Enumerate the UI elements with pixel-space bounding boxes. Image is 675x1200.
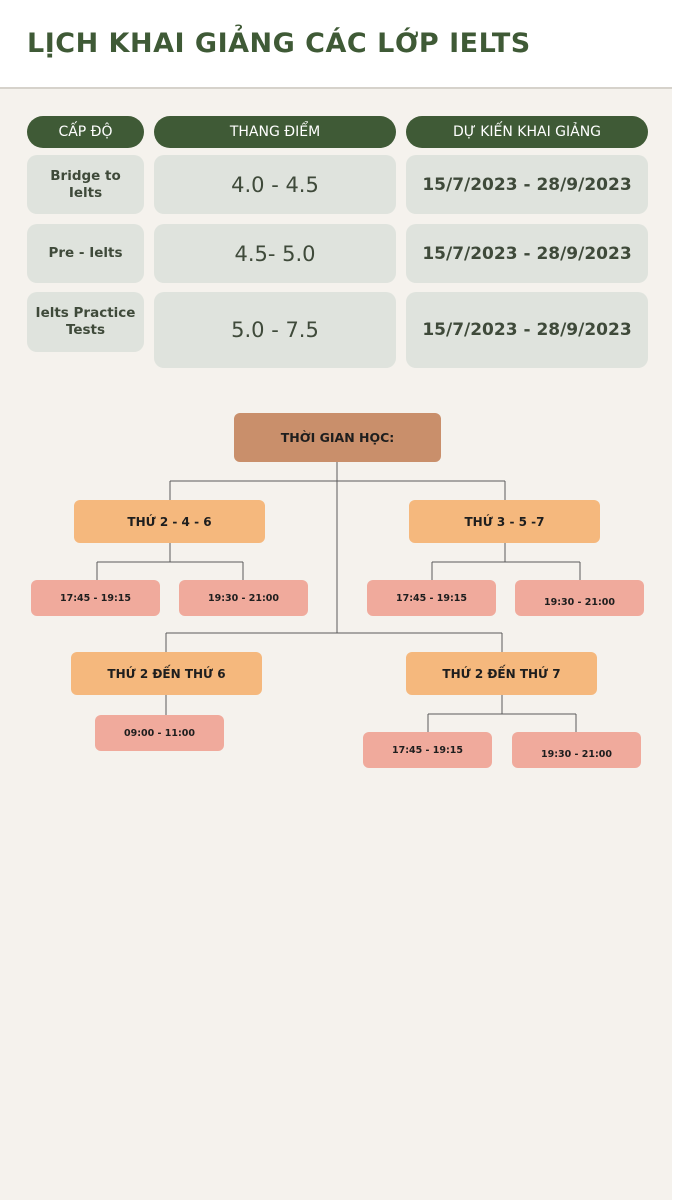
table-row-3-score: 5.0 - 7.5 xyxy=(154,292,396,368)
day-box-mon-to-fri: THỨ 2 ĐẾN THỨ 6 xyxy=(71,652,262,695)
day-box-mon-wed-fri: THỨ 2 - 4 - 6 xyxy=(74,500,265,543)
table-row-2-date: 15/7/2023 - 28/9/2023 xyxy=(406,224,648,283)
page-edge xyxy=(672,0,675,1200)
table-row-1-level: Bridge to Ielts xyxy=(27,155,144,214)
table-row-1-date: 15/7/2023 - 28/9/2023 xyxy=(406,155,648,214)
table-row-1-score: 4.0 - 4.5 xyxy=(154,155,396,214)
table-row-3-level: Ielts Practice Tests xyxy=(27,292,144,352)
header-score: THANG ĐIỂM xyxy=(154,116,396,148)
time-slot: 19:30 - 21:00 xyxy=(179,580,308,616)
time-slot: 19:30 - 21:00 xyxy=(515,580,644,616)
header-level: CẤP ĐỘ xyxy=(27,116,144,148)
time-slot: 09:00 - 11:00 xyxy=(95,715,224,751)
time-slot: 17:45 - 19:15 xyxy=(367,580,496,616)
table-row-2-score: 4.5- 5.0 xyxy=(154,224,396,283)
header: LỊCH KHAI GIẢNG CÁC LỚP IELTS xyxy=(0,0,672,89)
table-row-2-level: Pre - Ielts xyxy=(27,224,144,283)
time-slot: 17:45 - 19:15 xyxy=(31,580,160,616)
schedule-root: THỜI GIAN HỌC: xyxy=(234,413,441,462)
page-title: LỊCH KHAI GIẢNG CÁC LỚP IELTS xyxy=(27,28,531,59)
header-start-date: DỰ KIẾN KHAI GIẢNG xyxy=(406,116,648,148)
time-slot: 19:30 - 21:00 xyxy=(512,732,641,768)
day-box-mon-to-sat: THỨ 2 ĐẾN THỨ 7 xyxy=(406,652,597,695)
table-row-3-date: 15/7/2023 - 28/9/2023 xyxy=(406,292,648,368)
time-slot: 17:45 - 19:15 xyxy=(363,732,492,768)
day-box-tue-thu-sat: THỨ 3 - 5 -7 xyxy=(409,500,600,543)
